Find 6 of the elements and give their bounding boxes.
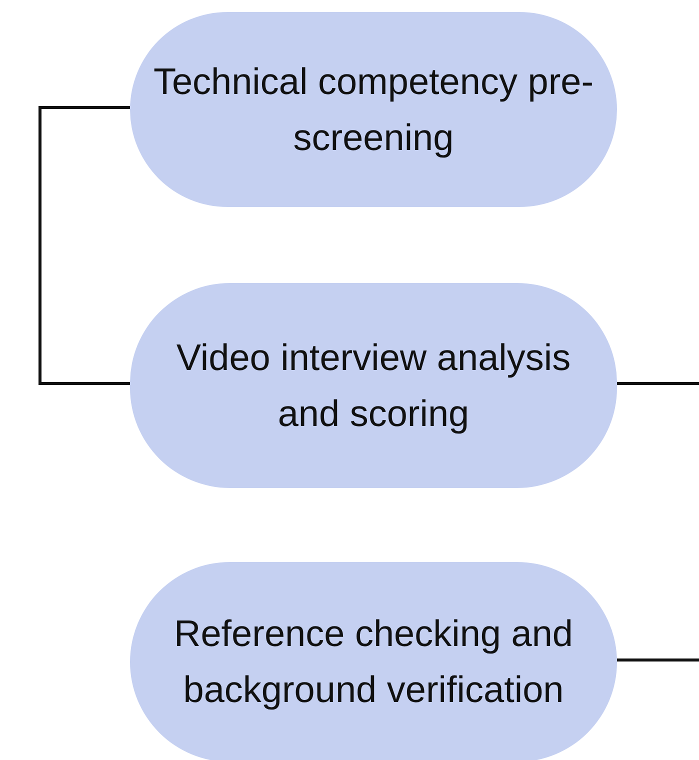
node-label: Video interview analysis and scoring <box>175 336 572 436</box>
connector-line <box>617 382 699 385</box>
node-label: Technical competency pre-screening <box>152 60 595 160</box>
connector-line <box>617 658 699 662</box>
connector-line <box>38 106 130 385</box>
node-label: Reference checking and background verification <box>172 612 574 712</box>
